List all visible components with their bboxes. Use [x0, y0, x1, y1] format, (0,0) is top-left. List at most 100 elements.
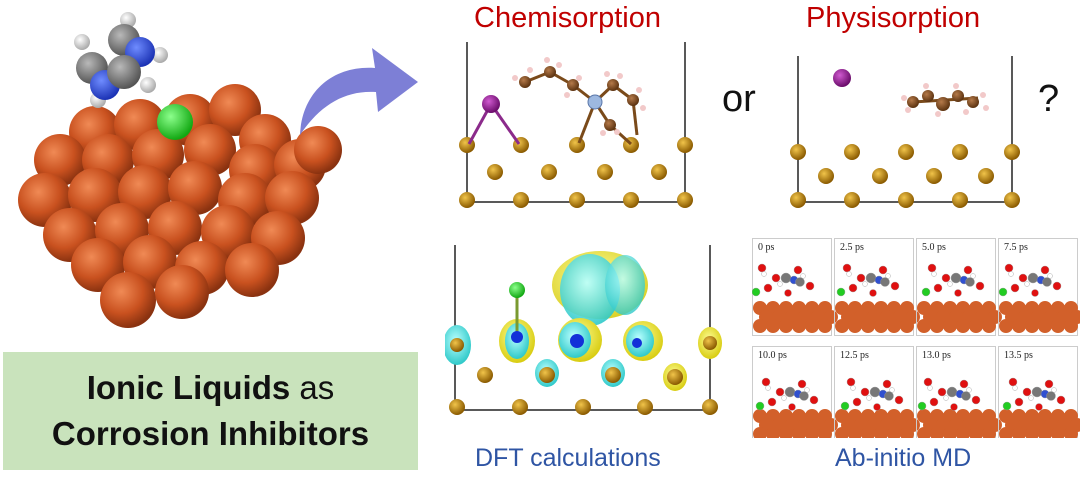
md-molecule-atom: [971, 395, 981, 405]
md-copper-atom: [792, 427, 806, 438]
md-copper-atom: [874, 319, 888, 333]
md-copper-atom: [969, 427, 983, 438]
md-snapshot: 12.5 ps: [834, 346, 920, 438]
md-copper-atom: [766, 319, 780, 333]
md-copper-atom: [982, 427, 996, 438]
md-copper-atom: [1012, 319, 1026, 333]
md-molecule-atom: [1040, 265, 1050, 275]
md-molecule-atom: [777, 281, 783, 287]
md-copper-atom: [818, 427, 832, 438]
md-copper-atom: [917, 427, 931, 438]
md-molecule-atom: [941, 273, 951, 283]
md-molecule-atom: [923, 377, 933, 387]
md-copper-atom: [999, 427, 1013, 438]
md-copper-atom: [1051, 319, 1065, 333]
md-molecule-atom: [856, 273, 866, 283]
md-molecule-atom: [937, 387, 947, 397]
md-molecule-atom: [1008, 271, 1014, 277]
md-molecule-atom: [880, 277, 890, 287]
md-copper-atom: [1064, 319, 1078, 333]
md-molecule-atom: [1008, 377, 1018, 387]
md-molecule-atom: [878, 265, 888, 275]
md-copper-atom: [969, 319, 983, 333]
md-molecule-atom: [846, 377, 856, 387]
md-copper-atom: [818, 319, 832, 333]
md-molecule-atom: [1022, 387, 1032, 397]
md-molecule-atom: [850, 385, 856, 391]
md-copper-atom: [999, 319, 1013, 333]
md-molecule-atom: [1044, 379, 1054, 389]
md-molecule-atom: [865, 272, 877, 284]
md-snapshot: 0 ps: [752, 238, 838, 336]
md-molecule-atom: [761, 377, 771, 387]
md-molecule-atom: [842, 263, 852, 273]
md-molecule-atom: [1014, 397, 1024, 407]
md-copper-atom: [1051, 427, 1065, 438]
md-molecule-atom: [873, 403, 881, 411]
md-molecule-atom: [869, 289, 877, 297]
dft-atoms: [449, 282, 718, 415]
md-copper-atom: [1038, 427, 1052, 438]
md-time-label: 2.5 ps: [840, 242, 864, 253]
md-time-label: 13.5 ps: [1004, 350, 1033, 361]
md-molecule-atom: [965, 277, 975, 287]
md-copper-atom: [1038, 319, 1052, 333]
gold-atoms-chemisorption: [459, 137, 693, 208]
md-molecule-atom: [1018, 273, 1028, 283]
or-text: or: [722, 78, 756, 120]
md-copper-atom: [982, 319, 996, 333]
md-molecule-atom: [809, 395, 819, 405]
md-molecule-atom: [946, 386, 958, 398]
md-molecule-atom: [950, 403, 958, 411]
copper-atoms: [18, 84, 342, 328]
md-molecule-atom: [848, 283, 858, 293]
md-molecule-atom: [1031, 289, 1039, 297]
md-molecule-atom: [998, 287, 1008, 297]
gold-atoms-physisorption: [790, 144, 1020, 208]
md-copper-atom: [848, 427, 862, 438]
md-copper-atom: [861, 319, 875, 333]
md-molecule-atom: [869, 386, 881, 398]
md-copper-atom: [887, 319, 901, 333]
md-snapshot: 13.5 ps: [998, 346, 1080, 438]
md-molecule-atom: [1031, 386, 1043, 398]
md-molecule-atom: [963, 265, 973, 275]
md-snapshot: 13.0 ps: [916, 346, 1002, 438]
md-molecule-atom: [950, 272, 962, 284]
md-molecule-atom: [954, 289, 962, 297]
md-copper-atom: [835, 319, 849, 333]
md-molecule-atom: [1046, 391, 1056, 401]
md-copper-atom: [900, 319, 914, 333]
physisorption-title: Physisorption: [806, 2, 981, 34]
md-molecule-atom: [755, 401, 765, 411]
md-copper-atom: [1025, 319, 1039, 333]
md-molecule-atom: [788, 403, 796, 411]
copper-slab-illustration: [18, 12, 342, 328]
md-molecule-atom: [933, 283, 943, 293]
callout-line-2: Corrosion Inhibitors: [51, 415, 370, 452]
md-molecule-atom: [917, 401, 927, 411]
md-molecule-atom: [947, 281, 953, 287]
md-molecule-atom: [1056, 395, 1066, 405]
md-molecule-atom: [862, 281, 868, 287]
md-molecule-atom: [1027, 272, 1039, 284]
md-copper-atom: [900, 427, 914, 438]
md-snapshot: 5.0 ps: [916, 238, 1002, 336]
md-molecule-atom: [757, 263, 767, 273]
md-molecule-atom: [840, 401, 850, 411]
md-molecule-atom: [781, 395, 787, 401]
callout-line-1: Ionic Liquids as: [87, 365, 335, 411]
md-molecule-atom: [894, 395, 904, 405]
question-mark: ?: [1038, 78, 1060, 120]
md-molecule-atom: [805, 281, 815, 291]
md-molecule-atom: [931, 271, 937, 277]
curved-arrow-icon: [300, 48, 418, 135]
molecule-atoms-chemisorption: [482, 57, 646, 136]
md-copper-atom: [917, 319, 931, 333]
md-time-label: 10.0 ps: [758, 350, 787, 361]
md-molecule-atom: [763, 283, 773, 293]
md-molecule-atom: [927, 263, 937, 273]
md-copper-atom: [779, 427, 793, 438]
md-molecule-atom: [761, 271, 767, 277]
md-molecule-atom: [1052, 281, 1062, 291]
